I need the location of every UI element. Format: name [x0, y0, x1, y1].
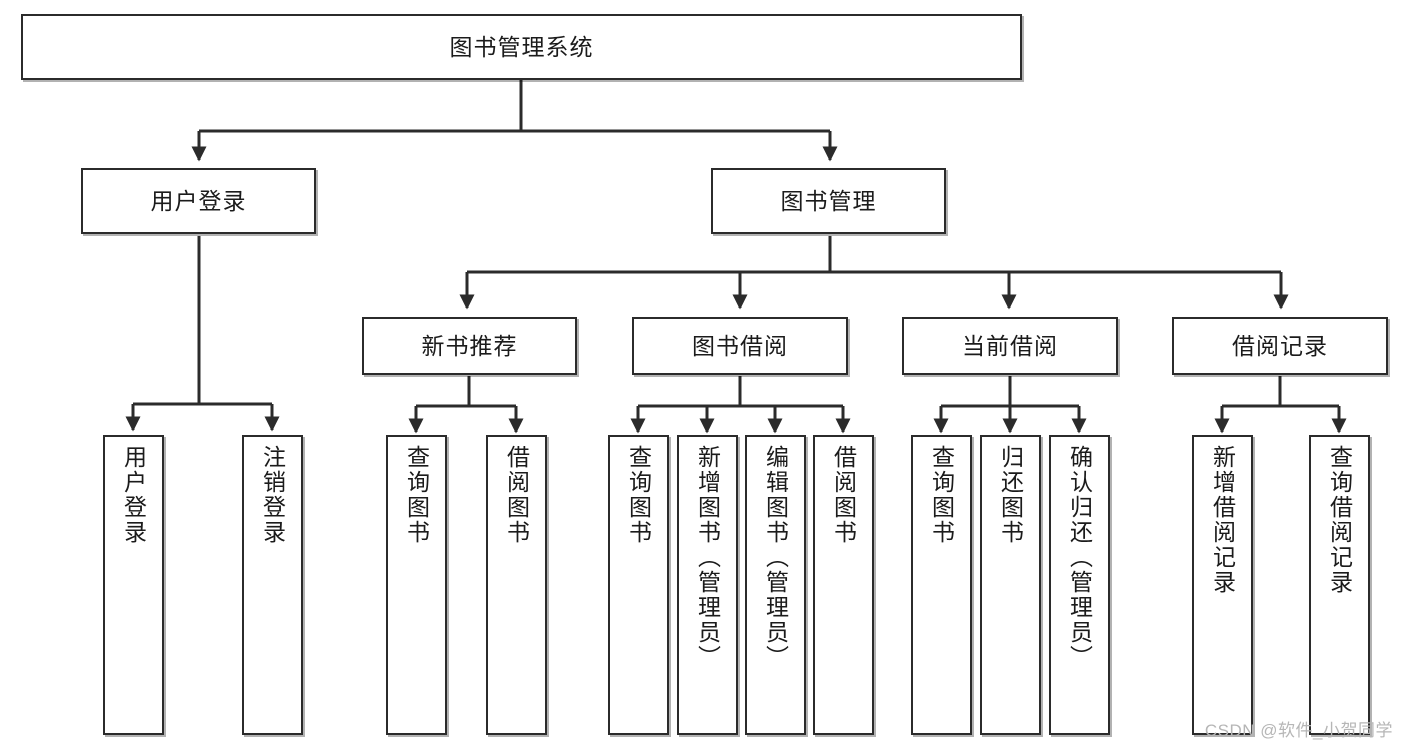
node-root-label: 图书管理系统	[449, 33, 594, 60]
leaf-record-query-record[interactable]: 查询借阅记录	[1309, 435, 1370, 735]
leaf-current-return-book-label: 归还图书	[997, 445, 1024, 545]
node-book-management-label: 图书管理	[780, 187, 877, 214]
leaf-recommend-borrow-book-label: 借阅图书	[503, 445, 530, 545]
leaf-record-add-record-label: 新增借阅记录	[1209, 445, 1236, 595]
leaf-borrow-borrow-book[interactable]: 借阅图书	[813, 435, 874, 735]
leaf-user-login-signout-label: 注销登录	[259, 445, 286, 545]
node-borrow-record[interactable]: 借阅记录	[1172, 317, 1388, 375]
leaf-borrow-query-book-label: 查询图书	[625, 445, 652, 545]
leaf-borrow-edit-book-label: 编辑图书（管理员）	[762, 445, 789, 670]
node-book-borrow[interactable]: 图书借阅	[632, 317, 848, 375]
leaf-current-query-book[interactable]: 查询图书	[911, 435, 972, 735]
leaf-borrow-query-book[interactable]: 查询图书	[608, 435, 669, 735]
leaf-current-confirm-return[interactable]: 确认归还（管理员）	[1049, 435, 1110, 735]
leaf-recommend-borrow-book[interactable]: 借阅图书	[486, 435, 547, 735]
csdn-watermark: CSDN @软件_小贺同学	[1204, 721, 1393, 740]
leaf-borrow-borrow-book-label: 借阅图书	[830, 445, 857, 545]
node-book-borrow-label: 图书借阅	[692, 332, 788, 359]
leaf-current-return-book[interactable]: 归还图书	[980, 435, 1041, 735]
node-new-book-recommend[interactable]: 新书推荐	[362, 317, 577, 375]
leaf-record-query-record-label: 查询借阅记录	[1326, 445, 1353, 595]
leaf-recommend-query-book[interactable]: 查询图书	[386, 435, 447, 735]
node-new-book-recommend-label: 新书推荐	[421, 332, 518, 359]
leaf-record-add-record[interactable]: 新增借阅记录	[1192, 435, 1253, 735]
node-user-login[interactable]: 用户登录	[81, 168, 316, 234]
leaf-current-confirm-return-label: 确认归还（管理员）	[1066, 445, 1093, 670]
leaf-borrow-add-book[interactable]: 新增图书（管理员）	[677, 435, 738, 735]
node-book-management[interactable]: 图书管理	[711, 168, 946, 234]
node-root[interactable]: 图书管理系统	[21, 14, 1022, 80]
leaf-borrow-add-book-label: 新增图书（管理员）	[694, 445, 721, 670]
node-borrow-record-label: 借阅记录	[1232, 332, 1328, 359]
leaf-user-login-signin[interactable]: 用户登录	[103, 435, 164, 735]
leaf-current-query-book-label: 查询图书	[928, 445, 955, 545]
node-current-borrow[interactable]: 当前借阅	[902, 317, 1118, 375]
leaf-user-login-signout[interactable]: 注销登录	[242, 435, 303, 735]
node-user-login-label: 用户登录	[150, 187, 247, 214]
leaf-recommend-query-book-label: 查询图书	[403, 445, 430, 545]
leaf-borrow-edit-book[interactable]: 编辑图书（管理员）	[745, 435, 806, 735]
node-current-borrow-label: 当前借阅	[962, 332, 1058, 359]
leaf-user-login-signin-label: 用户登录	[120, 445, 147, 545]
